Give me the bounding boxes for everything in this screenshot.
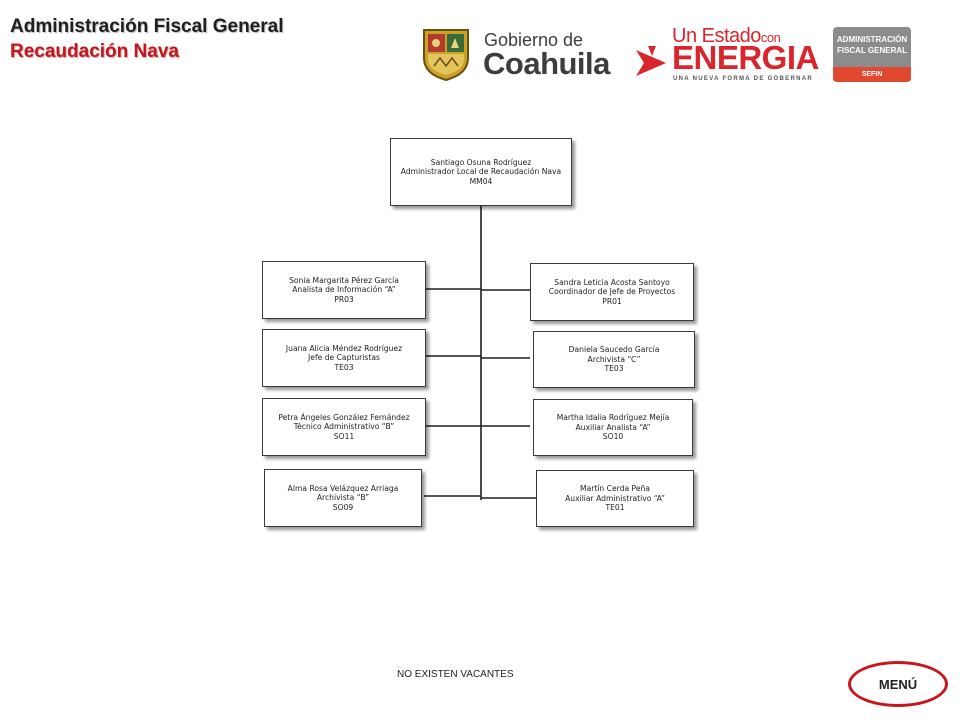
sefin-logo-band: SEFIN xyxy=(833,67,911,82)
energia-mark-icon xyxy=(636,46,666,76)
energia-logo-line2: ENERGIA xyxy=(672,39,819,76)
org-node-title: Archivista “B” xyxy=(316,493,370,503)
org-node-title: Administrador Local de Recaudación Nava xyxy=(400,167,562,177)
page-title: Administración Fiscal General xyxy=(10,16,284,37)
org-node-code: MM04 xyxy=(469,176,493,186)
org-node-name: Petra Ángeles González Fernández xyxy=(278,412,410,422)
coahuila-crest-icon xyxy=(423,29,469,82)
org-node-title: Analista de Información “A” xyxy=(292,285,396,295)
org-node-name: Juana Alicia Méndez Rodríguez xyxy=(285,343,403,353)
org-node-code: PR01 xyxy=(602,296,622,306)
vacancies-note: NO EXISTEN VACANTES xyxy=(397,669,514,680)
org-node-title: Auxiliar Administrativo “A” xyxy=(565,493,665,503)
org-node-code: SO09 xyxy=(332,502,354,512)
org-node-right-4: Martín Cerda Peña Auxiliar Administrativ… xyxy=(536,470,694,527)
energia-logo-line1b: con xyxy=(760,30,781,45)
org-node-left-3: Petra Ángeles González Fernández Técnico… xyxy=(262,398,426,456)
org-node-code: SO10 xyxy=(602,432,624,442)
org-node-title: Archivista “C” xyxy=(587,354,641,364)
org-node-code: PR03 xyxy=(334,294,354,304)
org-node-right-2: Daniela Saucedo García Archivista “C” TE… xyxy=(533,331,695,388)
sefin-logo-line1: ADMINISTRACIÓN xyxy=(836,35,908,44)
org-node-code: TE01 xyxy=(605,503,625,513)
org-node-title: Auxiliar Analista “A” xyxy=(575,422,651,432)
org-node-name: Martín Cerda Peña xyxy=(580,484,650,494)
org-node-name: Martha Idalia Rodríguez Mejía xyxy=(556,413,670,423)
sefin-logo-line2: FISCAL GENERAL xyxy=(836,46,908,55)
gobierno-logo-line1: Gobierno de xyxy=(484,30,584,50)
page-subtitle: Recaudación Nava xyxy=(10,41,179,62)
org-node-name: Sandra Leticia Acosta Santoyo xyxy=(554,277,670,287)
org-node-code: TE03 xyxy=(334,362,354,372)
org-node-right-3: Martha Idalia Rodríguez Mejía Auxiliar A… xyxy=(533,399,693,456)
org-node-right-1: Sandra Leticia Acosta Santoyo Coordinado… xyxy=(530,263,694,321)
energia-logo-line1a: Un Estado xyxy=(672,25,761,47)
org-node-root: Santiago Osuna Rodríguez Administrador L… xyxy=(390,138,572,206)
energia-logo-line1: Un Estadocon xyxy=(672,25,781,48)
org-node-title: Jefe de Capturistas xyxy=(308,353,380,363)
org-node-name: Daniela Saucedo García xyxy=(568,345,660,355)
org-node-code: TE03 xyxy=(604,364,624,374)
sefin-logo: ADMINISTRACIÓN FISCAL GENERAL SEFIN xyxy=(833,27,911,82)
org-node-left-4: Alma Rosa Velázquez Arriaga Archivista “… xyxy=(264,469,422,527)
gobierno-logo-line2: Coahuila xyxy=(483,46,610,81)
org-node-name: Sonia Margarita Pérez García xyxy=(289,275,399,285)
org-node-name: Santiago Osuna Rodríguez xyxy=(430,157,532,167)
sefin-logo-band-text: SEFIN xyxy=(861,71,883,78)
org-node-left-1: Sonia Margarita Pérez García Analista de… xyxy=(262,261,426,319)
energia-logo-tagline: UNA NUEVA FORMA DE GOBERNAR xyxy=(673,76,813,82)
org-node-title: Coordinador de Jefe de Proyectos xyxy=(548,287,676,297)
sefin-logo-text: ADMINISTRACIÓN FISCAL GENERAL xyxy=(833,34,911,56)
org-node-left-2: Juana Alicia Méndez Rodríguez Jefe de Ca… xyxy=(262,329,426,387)
org-node-code: SO11 xyxy=(333,431,355,441)
menu-button[interactable]: MENÚ xyxy=(848,661,948,707)
org-node-title: Técnico Administrativo “B” xyxy=(293,422,395,432)
org-node-name: Alma Rosa Velázquez Arriaga xyxy=(287,483,399,493)
